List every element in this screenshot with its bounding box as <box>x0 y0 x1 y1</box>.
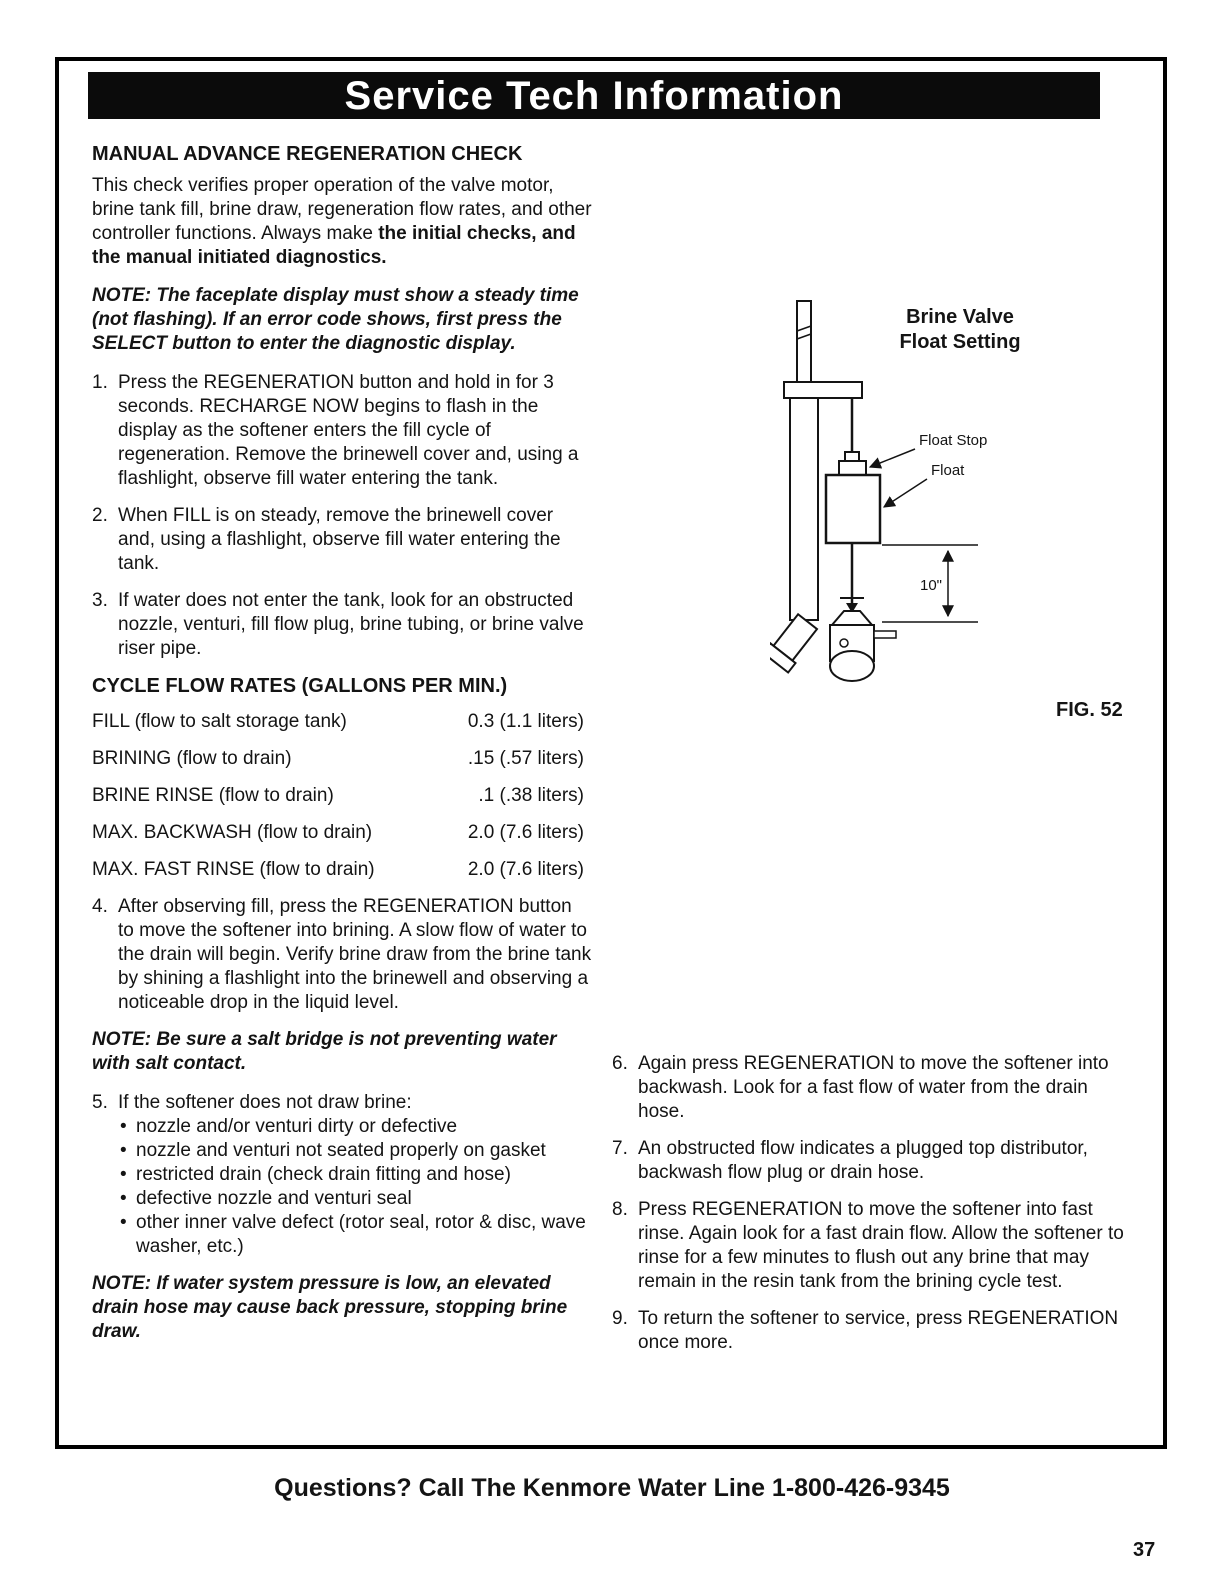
intro-normal-text: This check verifies proper operation of … <box>92 175 592 244</box>
figure-title-line2: Float Setting <box>899 331 1021 353</box>
step-number: 3. <box>92 590 108 611</box>
float-stop-part <box>844 451 860 462</box>
step-1: 1. Press the REGENERATION button and hol… <box>92 371 592 491</box>
riser-pipe <box>789 397 819 621</box>
bullet-item: •nozzle and/or venturi dirty or defectiv… <box>120 1116 458 1137</box>
step-3: 3. If water does not enter the tank, loo… <box>92 589 592 661</box>
flow-rate-value: .15 (.57 liters) <box>467 748 584 769</box>
float-stop-label: Float Stop <box>919 432 987 449</box>
step-6: 6. Again press REGENERATION to move the … <box>612 1052 1134 1124</box>
note-back-pressure: NOTE: If water system pressure is low, a… <box>92 1273 568 1342</box>
section-heading-manual-advance: MANUAL ADVANCE REGENERATION CHECK <box>92 143 523 165</box>
step-number: 6. <box>612 1053 628 1074</box>
flow-rate-label: BRINING (flow to drain) <box>92 748 292 769</box>
flow-rate-table: FILL (flow to salt storage tank) 0.3 (1.… <box>92 710 592 882</box>
bullet-item: •other inner valve defect (rotor seal, r… <box>120 1212 586 1257</box>
bullet-item: •nozzle and venturi not seated properly … <box>120 1140 546 1161</box>
bullet-icon: • <box>120 1164 127 1185</box>
flow-rate-row: MAX. FAST RINSE (flow to drain) 2.0 (7.6… <box>92 858 592 882</box>
flow-rate-row: BRINING (flow to drain) .15 (.57 liters) <box>92 747 592 771</box>
step-number: 1. <box>92 372 108 393</box>
step-text: Press REGENERATION to move the softener … <box>638 1199 1124 1292</box>
page-title: Service Tech Information <box>88 72 1100 119</box>
footer-questions-line: Questions? Call The Kenmore Water Line 1… <box>274 1474 950 1502</box>
step-text: If the softener does not draw brine: •no… <box>118 1091 592 1259</box>
step-2: 2. When FILL is on steady, remove the br… <box>92 504 592 576</box>
float-part <box>824 460 882 545</box>
flow-rate-label: MAX. BACKWASH (flow to drain) <box>92 822 373 843</box>
note-faceplate: NOTE: The faceplate display must show a … <box>92 285 579 354</box>
step-number: 7. <box>612 1138 628 1159</box>
valve-body-assembly <box>761 597 897 682</box>
step-5-lead: If the softener does not draw brine: <box>118 1092 412 1113</box>
step-text: To return the softener to service, press… <box>638 1308 1119 1353</box>
callout-arrows <box>868 448 928 508</box>
page-number: 37 <box>1133 1539 1156 1561</box>
flow-rate-label: BRINE RINSE (flow to drain) <box>92 785 334 806</box>
step-9: 9. To return the softener to service, pr… <box>612 1307 1134 1355</box>
page-border <box>55 57 1167 1449</box>
step-number: 4. <box>92 896 108 917</box>
step-text: If water does not enter the tank, look f… <box>118 590 584 659</box>
step-number: 8. <box>612 1199 628 1220</box>
step-number: 2. <box>92 505 108 526</box>
bullet-item: •defective nozzle and venturi seal <box>120 1188 412 1209</box>
flow-rate-row: BRINE RINSE (flow to drain) .1 (.38 lite… <box>92 784 592 808</box>
step-number: 9. <box>612 1308 628 1329</box>
flow-rate-value: 2.0 (7.6 liters) <box>467 859 584 880</box>
flow-rate-value: 0.3 (1.1 liters) <box>467 711 584 732</box>
step-7: 7. An obstructed flow indicates a plugge… <box>612 1137 1134 1185</box>
step-text: Press the REGENERATION button and hold i… <box>118 372 579 489</box>
brine-valve-diagram: 10" Float Stop Float <box>761 295 1030 725</box>
valve-collar <box>783 381 863 399</box>
step-text: Again press REGENERATION to move the sof… <box>638 1053 1109 1122</box>
bullet-icon: • <box>120 1116 127 1137</box>
figure-caption: FIG. 52 <box>1056 699 1123 721</box>
flow-rate-value: .1 (.38 liters) <box>478 785 584 806</box>
left-column: MANUAL ADVANCE REGENERATION CHECK This c… <box>92 142 592 1359</box>
intro-paragraph: This check verifies proper operation of … <box>92 174 592 270</box>
bullet-icon: • <box>120 1140 127 1161</box>
flow-rate-row: FILL (flow to salt storage tank) 0.3 (1.… <box>92 710 592 734</box>
step-4: 4. After observing fill, press the REGEN… <box>92 895 592 1015</box>
flow-rate-label: FILL (flow to salt storage tank) <box>92 711 347 732</box>
step-8: 8. Press REGENERATION to move the soften… <box>612 1198 1134 1294</box>
dimension-label: 10" <box>920 577 942 594</box>
bullet-item: •restricted drain (check drain fitting a… <box>120 1164 511 1185</box>
flow-rate-label: MAX. FAST RINSE (flow to drain) <box>92 859 375 880</box>
flow-rate-row: MAX. BACKWASH (flow to drain) 2.0 (7.6 l… <box>92 821 592 845</box>
riser-top-tube <box>796 300 812 383</box>
step-text: After observing fill, press the REGENERA… <box>118 896 592 1013</box>
note-salt-bridge: NOTE: Be sure a salt bridge is not preve… <box>92 1029 557 1074</box>
float-label: Float <box>931 462 965 479</box>
figure-title-line1: Brine Valve <box>906 306 1014 328</box>
step-text: An obstructed flow indicates a plugged t… <box>638 1138 1088 1183</box>
section-heading-cycle-flow-rates: CYCLE FLOW RATES (GALLONS PER MIN.) <box>92 675 508 697</box>
dimension-lines <box>882 544 978 623</box>
flow-rate-value: 2.0 (7.6 liters) <box>467 822 584 843</box>
figure-title: Brine Valve Float Setting <box>878 305 1042 355</box>
intro-bold-text: the initial checks, and the manual initi… <box>92 223 576 268</box>
step-number: 5. <box>92 1092 108 1113</box>
step-5: 5. If the softener does not draw brine: … <box>92 1091 592 1259</box>
step-text: When FILL is on steady, remove the brine… <box>118 505 561 574</box>
right-column: 6. Again press REGENERATION to move the … <box>612 1052 1134 1368</box>
bullet-icon: • <box>120 1188 127 1209</box>
bullet-icon: • <box>120 1212 127 1233</box>
